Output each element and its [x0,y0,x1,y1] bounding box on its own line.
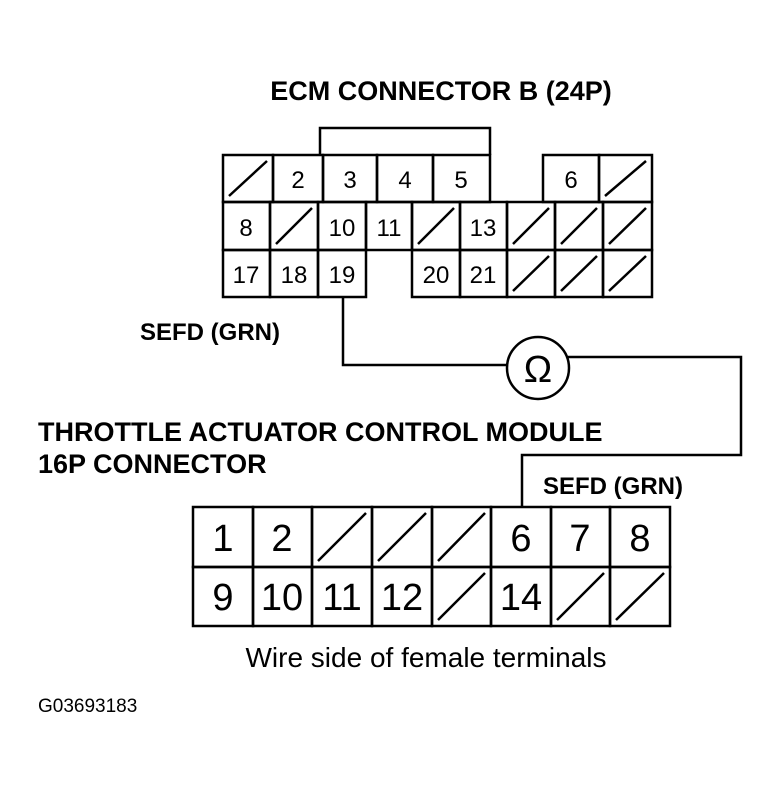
module-cavity-16-blank [615,572,665,621]
ecm-pin-label: 13 [470,215,497,242]
module-pin-label: 6 [510,518,531,560]
ecm-pin-label: 10 [329,215,356,242]
ecm-pin-label: 11 [377,215,402,242]
ecm-cavity-24-blank [608,255,647,292]
module-pin-label: 7 [569,518,590,560]
ohmmeter-circle [505,335,571,401]
module-pin-label: 10 [261,577,303,619]
module-pin-label: 1 [212,518,233,560]
ecm-cavity-9-blank [275,207,313,245]
module-cavity-4-blank [377,512,427,562]
ecm-connector-title: ECM CONNECTOR B (24P) [270,76,612,106]
ecm-pin-label: 2 [291,167,304,194]
ecm-pin-label: 17 [233,262,260,289]
test-lead-module [520,355,743,507]
ohm-symbol: Ω [524,349,552,391]
module-pin-label: 8 [629,518,650,560]
ecm-cavity-7-blank [604,160,647,197]
ecm-cavity-22-blank [512,255,550,292]
ecm-pin-label: 4 [398,167,411,194]
ecm-pin-label: 19 [329,262,356,289]
figure-id: G03693183 [38,696,137,717]
ecm-pin-label: 5 [454,167,467,194]
ecm-cavity-23-blank [560,255,598,292]
module-cavity-15-blank [556,572,605,621]
caption: Wire side of female terminals [245,642,606,673]
module-title-line2: 16P CONNECTOR [38,449,267,479]
module-pin-label: 2 [271,518,292,560]
ecm-pin-label: 6 [564,167,577,194]
ecm-cavity-14-blank [512,207,550,245]
ecm-cavity-16-blank [608,207,647,245]
module-pin-label: 11 [322,577,361,619]
module-cavity-3-blank [317,512,367,562]
ecm-lock-tab [318,126,492,155]
module-pin-label: 9 [212,577,233,619]
module-cavity-13-blank [437,572,486,621]
ecm-cavity-1-blank [228,160,268,197]
ecm-cavity-24 [601,248,654,299]
module-wire-label: SEFD (GRN) [543,473,683,500]
ecm-pin-label: 18 [281,262,308,289]
module-pin-label: 12 [381,577,423,619]
module-pin-label: 14 [500,577,542,619]
ecm-pin-label: 8 [239,215,252,242]
ecm-cavity-12-blank [417,207,455,245]
ecm-cavity-15-blank [560,207,598,245]
module-cavity-16 [608,565,672,628]
module-cavity-5-blank [437,512,486,562]
ecm-pin-label: 21 [470,262,497,289]
ecm-pin-label: 3 [343,167,356,194]
module-title-line1: THROTTLE ACTUATOR CONTROL MODULE [38,417,602,447]
ecm-wire-label: SEFD (GRN) [140,319,280,346]
ecm-pin-label: 20 [423,262,450,289]
test-lead-ecm [341,297,508,367]
